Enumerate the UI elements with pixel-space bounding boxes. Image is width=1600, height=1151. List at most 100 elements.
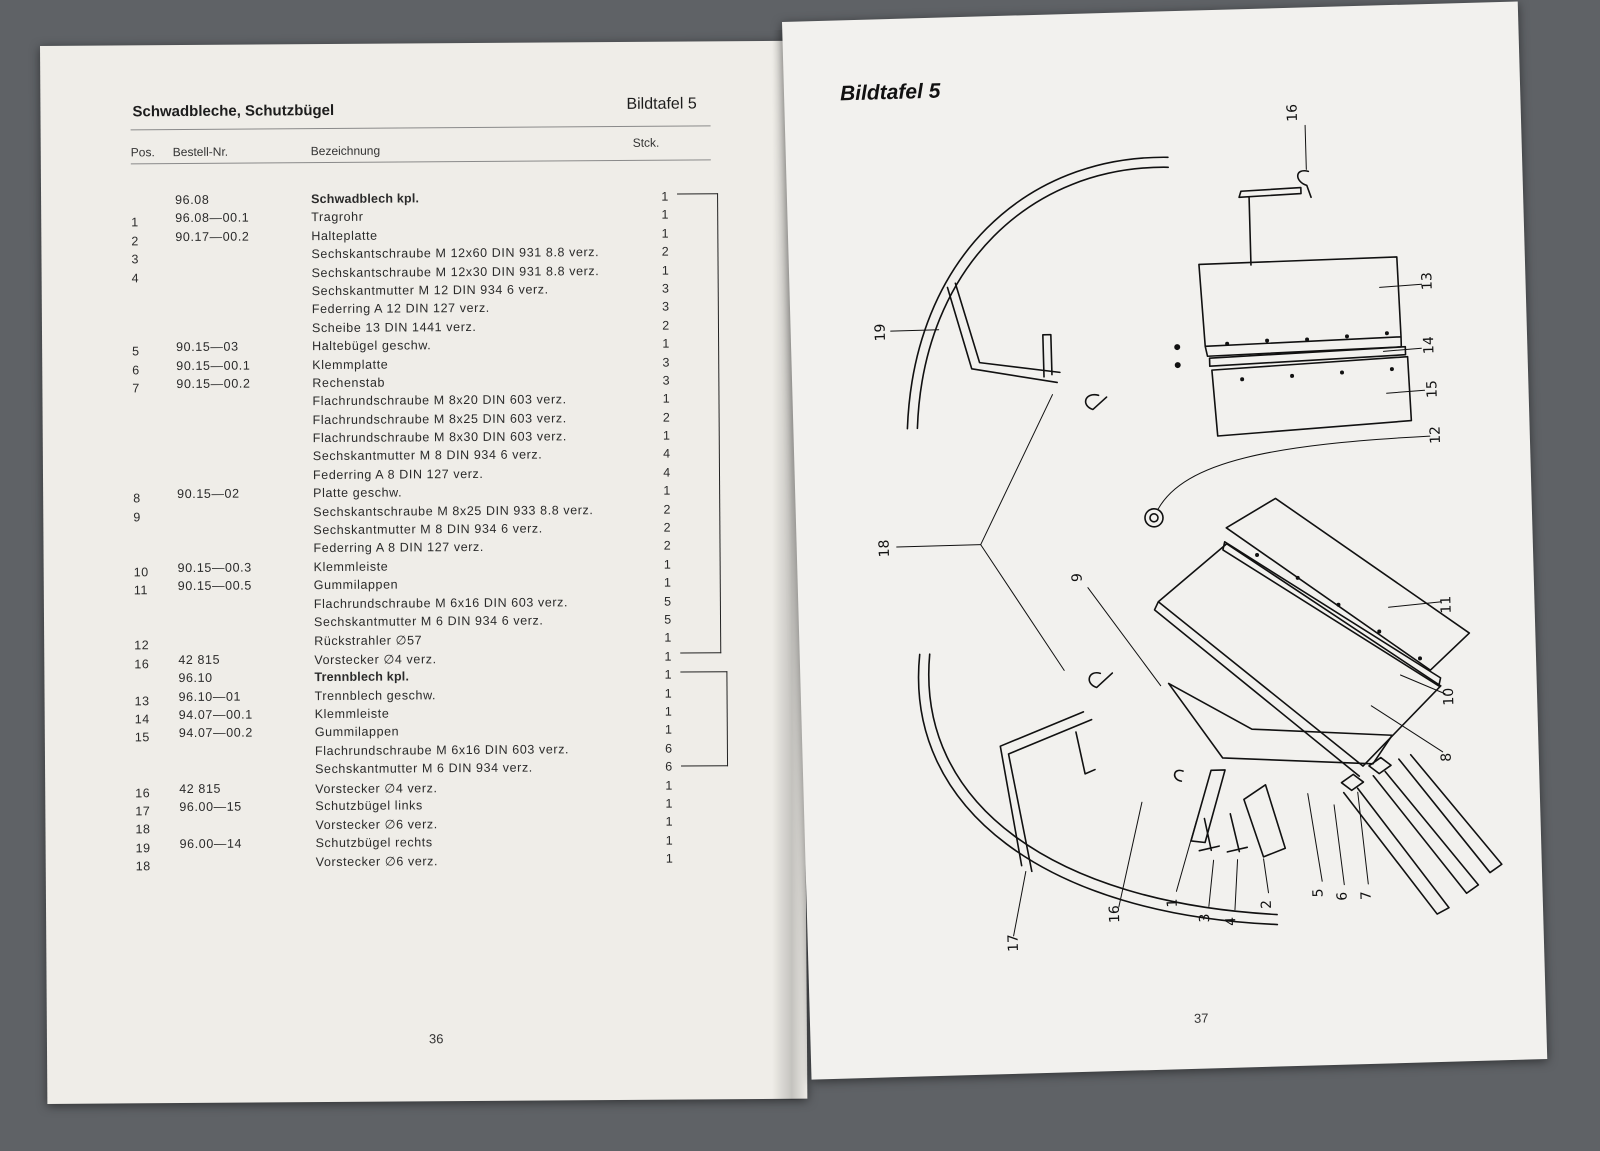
fastener-dots bbox=[1174, 331, 1423, 661]
row-description: Vorstecker ∅4 verz. bbox=[315, 780, 438, 796]
row-pos: 15 bbox=[134, 730, 150, 745]
row-description: Schutzbügel links bbox=[315, 798, 423, 813]
row-description: Platte geschw. bbox=[313, 485, 403, 501]
row-quantity: 1 bbox=[663, 483, 671, 498]
row-pos: 3 bbox=[131, 252, 140, 267]
row-description: Klemmleiste bbox=[314, 706, 390, 722]
row-description: Gummilappen bbox=[313, 577, 399, 593]
row-order-number: 96.00—15 bbox=[179, 799, 242, 814]
row-pos: 16 bbox=[134, 657, 150, 672]
leader-lines bbox=[890, 124, 1446, 937]
row-description: Sechskantschraube M 8x25 DIN 933 8.8 ver… bbox=[313, 502, 594, 519]
divider-handle bbox=[1238, 186, 1302, 266]
linch-pin-16-low bbox=[1088, 671, 1114, 689]
column-header-pos: Pos. bbox=[130, 145, 155, 160]
row-quantity: 2 bbox=[662, 318, 670, 333]
page-number: 36 bbox=[428, 1031, 444, 1047]
assembly-bracket-schwadblech bbox=[677, 193, 722, 654]
row-pos: 12 bbox=[134, 638, 150, 653]
row-quantity: 4 bbox=[663, 465, 671, 480]
row-quantity: 1 bbox=[664, 667, 673, 682]
row-description: Klemmleiste bbox=[313, 559, 389, 574]
reflector-12 bbox=[1144, 508, 1164, 528]
row-pos: 2 bbox=[131, 234, 139, 249]
row-description: Trennblech geschw. bbox=[314, 687, 437, 703]
row-order-number: 90.15—00.3 bbox=[177, 560, 252, 575]
row-pos: 5 bbox=[132, 344, 140, 359]
row-order-number: 90.17—00.2 bbox=[175, 229, 250, 244]
callout-19: 19 bbox=[872, 323, 888, 341]
row-quantity: 1 bbox=[664, 630, 672, 646]
row-description: Halteplatte bbox=[311, 228, 378, 243]
row-quantity: 1 bbox=[665, 851, 674, 866]
row-pos: 18 bbox=[135, 859, 151, 874]
row-quantity: 3 bbox=[662, 355, 671, 370]
callout-17: 17 bbox=[1006, 934, 1022, 952]
row-quantity: 1 bbox=[665, 796, 674, 811]
callout-7: 7 bbox=[1358, 891, 1374, 900]
row-description: Flachrundschraube M 6x16 DIN 603 verz. bbox=[313, 594, 569, 611]
guard-bow-right-bracket bbox=[946, 282, 1061, 384]
rake-tine-2 bbox=[1372, 770, 1480, 895]
rubber-flap-15 bbox=[1211, 355, 1413, 437]
bolt-4 bbox=[1226, 812, 1249, 853]
plate-8 bbox=[1153, 542, 1442, 777]
row-pos: 6 bbox=[132, 362, 140, 377]
row-description: Sechskantschraube M 12x60 DIN 931 8.8 ve… bbox=[311, 245, 600, 262]
row-quantity: 2 bbox=[663, 520, 672, 535]
column-header-description: Bezeichnung bbox=[310, 143, 381, 159]
row-pos: 18 bbox=[135, 822, 151, 837]
row-quantity: 1 bbox=[662, 391, 671, 406]
row-pos: 17 bbox=[135, 804, 151, 819]
row-pos: 16 bbox=[135, 785, 151, 800]
row-order-number: 42 815 bbox=[178, 652, 221, 667]
divider-plate bbox=[1198, 256, 1403, 358]
assembly-bracket-trennblech bbox=[680, 671, 729, 767]
row-quantity: 2 bbox=[663, 539, 672, 554]
row-description: Flachrundschraube M 8x30 DIN 603 verz. bbox=[312, 429, 567, 446]
guard-bow-left-arc-inner bbox=[927, 653, 1278, 916]
row-order-number: 90.15—00.1 bbox=[176, 358, 251, 373]
row-quantity: 5 bbox=[664, 612, 672, 627]
row-order-number: 90.15—00.2 bbox=[176, 376, 251, 391]
row-order-number: 94.07—00.1 bbox=[178, 707, 253, 722]
row-order-number: 96.00—14 bbox=[179, 836, 243, 851]
row-pos: 4 bbox=[131, 270, 140, 285]
callout-6: 6 bbox=[1335, 891, 1351, 900]
row-pos: 9 bbox=[133, 509, 141, 525]
bolt-3 bbox=[1198, 817, 1220, 852]
callout-13: 13 bbox=[1419, 272, 1435, 290]
callout-16-top: 16 bbox=[1284, 104, 1300, 122]
plate-reference: Bildtafel 5 bbox=[626, 95, 697, 113]
row-quantity: 1 bbox=[664, 686, 673, 701]
row-pos: 19 bbox=[135, 840, 151, 856]
column-header-order-number: Bestell-Nr. bbox=[172, 144, 229, 160]
holding-plate-2 bbox=[1243, 783, 1287, 858]
rake-tine-3 bbox=[1398, 753, 1503, 874]
callout-9: 9 bbox=[1070, 573, 1086, 582]
header-rule-bottom bbox=[130, 159, 711, 165]
row-order-number: 90.15—03 bbox=[176, 339, 239, 355]
row-description: Schwadblech kpl. bbox=[311, 191, 420, 207]
callout-11: 11 bbox=[1438, 596, 1454, 614]
row-quantity: 1 bbox=[664, 649, 673, 664]
row-quantity: 2 bbox=[663, 502, 672, 517]
callout-1: 1 bbox=[1165, 898, 1181, 907]
row-description: Rechenstab bbox=[312, 375, 386, 391]
row-description: Haltebügel geschw. bbox=[312, 338, 432, 354]
row-pos: 10 bbox=[133, 565, 149, 580]
row-description: Gummilappen bbox=[314, 724, 400, 740]
linch-pin-16-top bbox=[1296, 169, 1312, 199]
clamp-plate-6a bbox=[1340, 773, 1365, 792]
page-number: 37 bbox=[1193, 1010, 1209, 1026]
guard-bow-right-arc bbox=[906, 156, 1169, 430]
row-description: Schutzbügel rechts bbox=[315, 834, 433, 850]
row-quantity: 5 bbox=[664, 594, 672, 609]
row-description: Vorstecker ∅4 verz. bbox=[314, 652, 437, 667]
row-quantity: 1 bbox=[661, 263, 670, 278]
row-order-number: 96.10—01 bbox=[178, 689, 242, 704]
callout-5: 5 bbox=[1310, 888, 1326, 897]
clamp-plate-6b bbox=[1368, 756, 1392, 775]
row-quantity: 2 bbox=[662, 410, 671, 425]
